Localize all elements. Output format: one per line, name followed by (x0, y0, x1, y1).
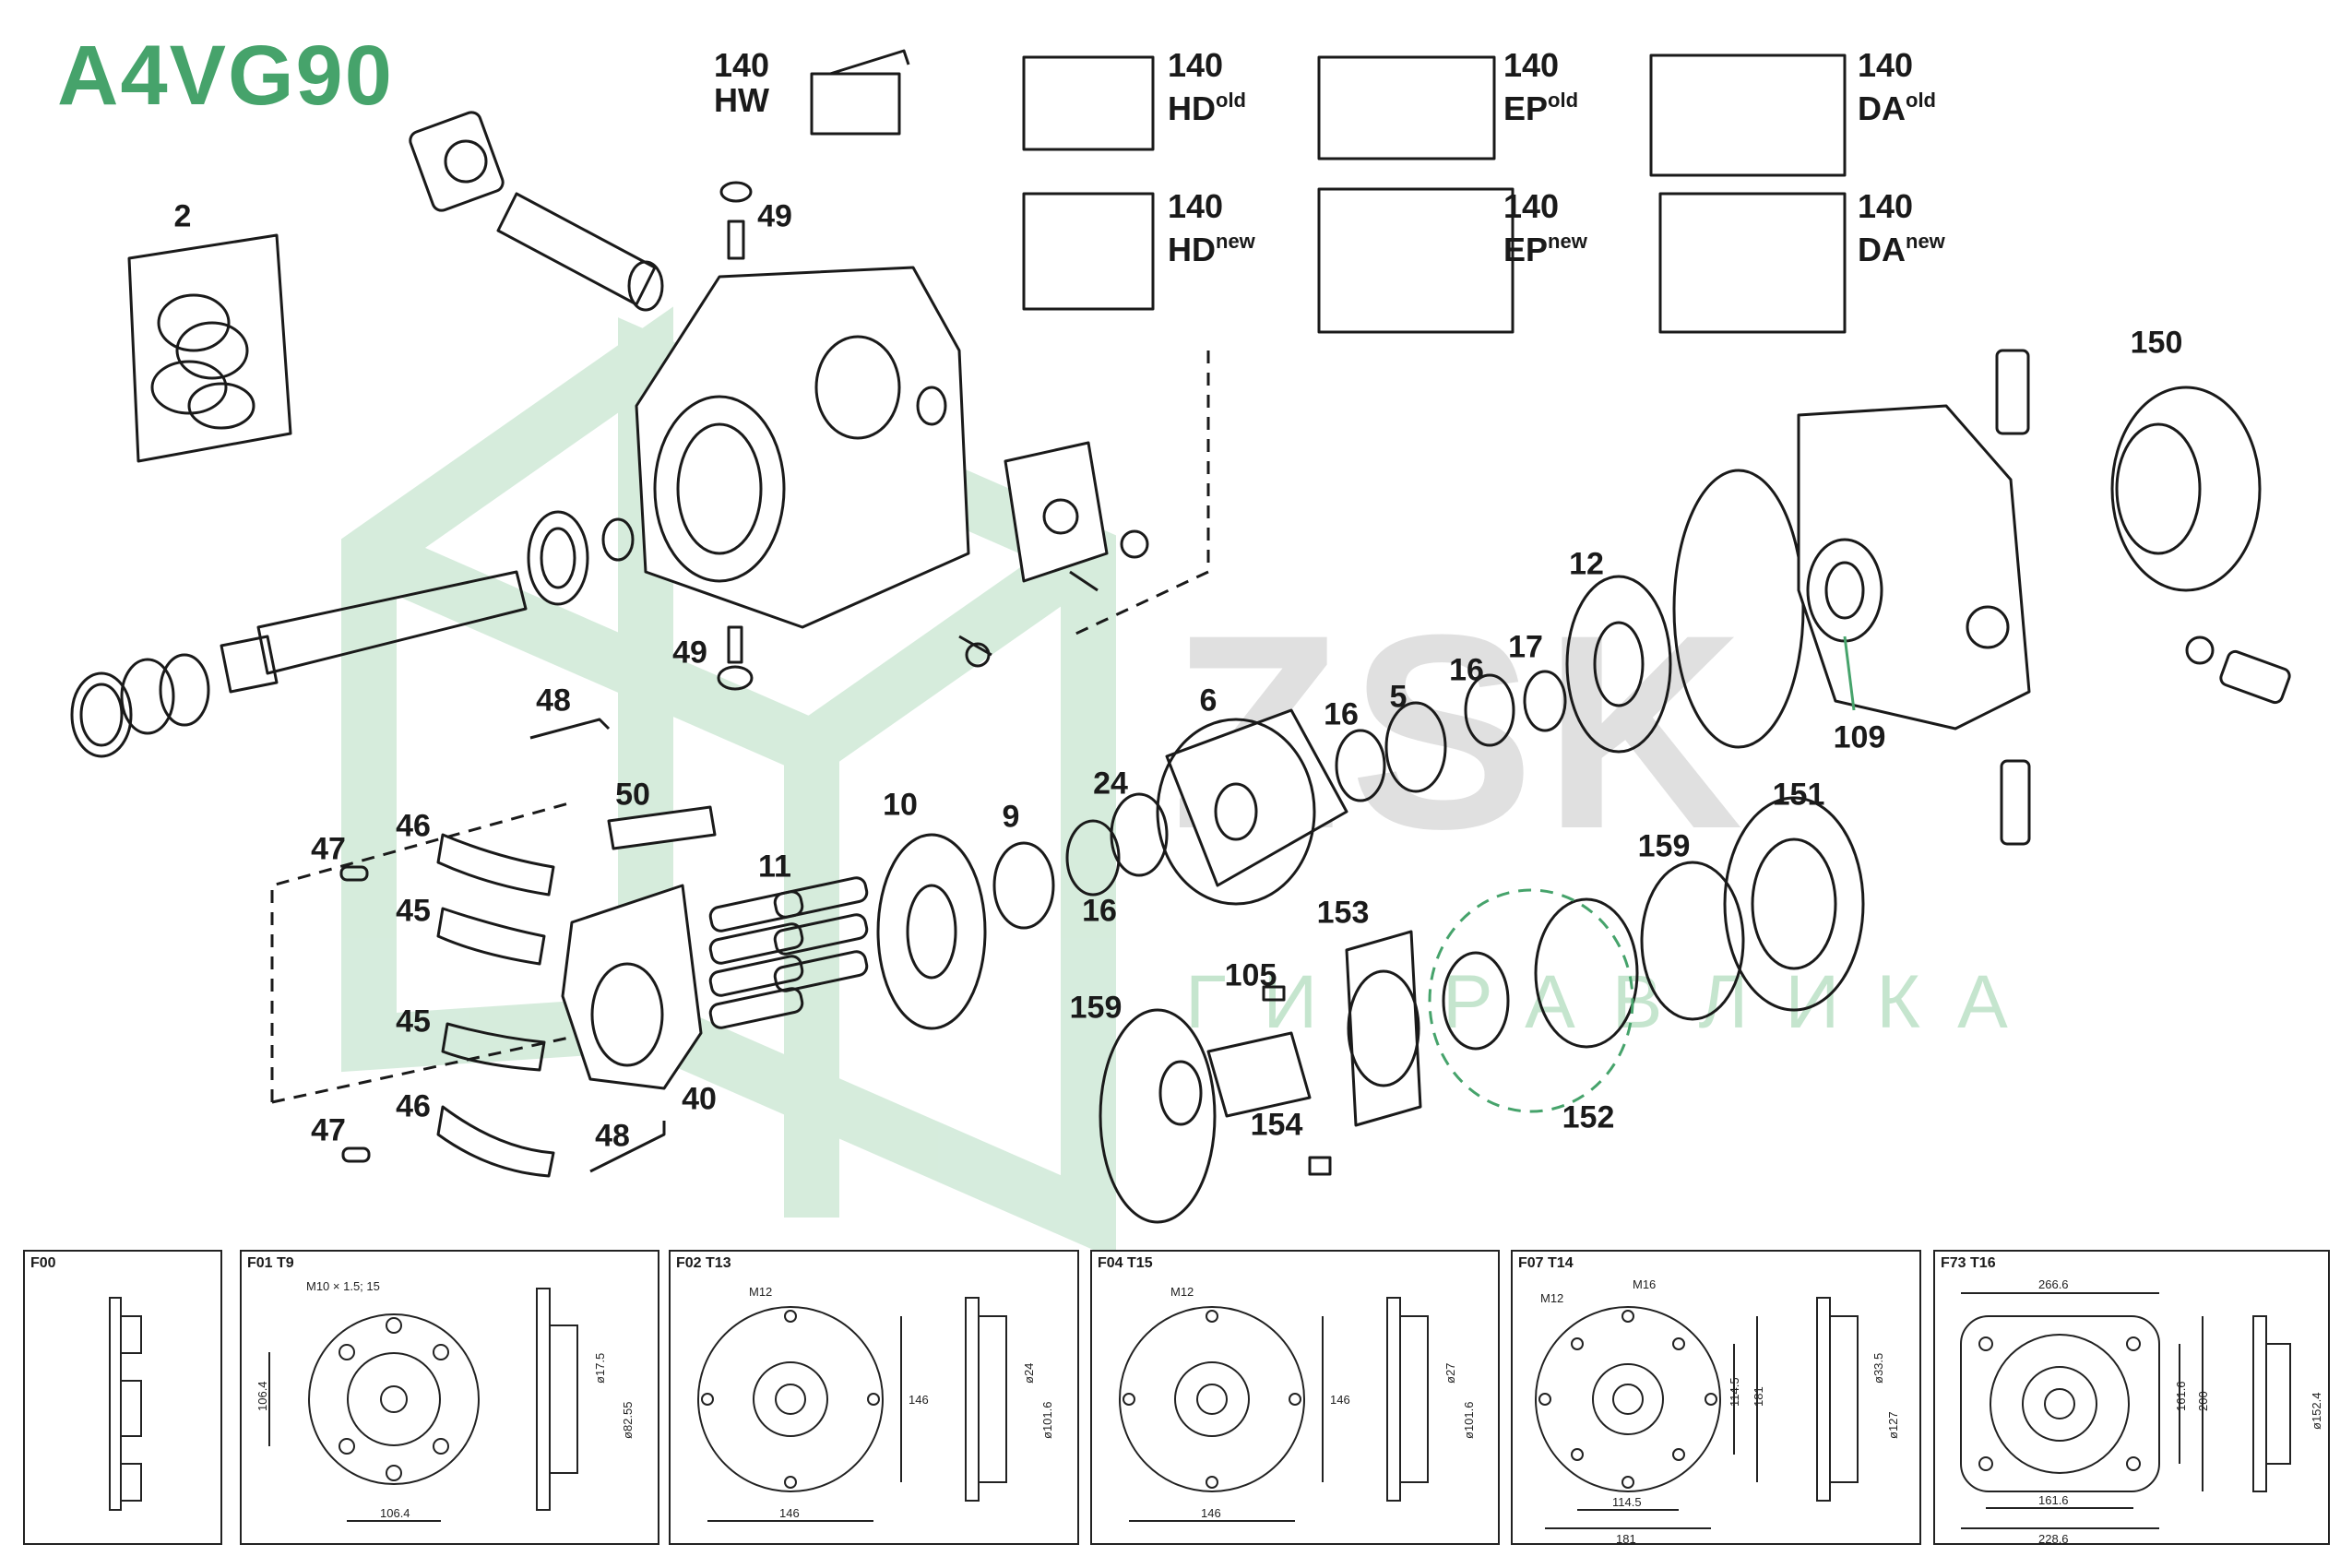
part-label-10: 10 (883, 787, 918, 823)
part-label-5: 5 (1389, 679, 1408, 715)
flange-panel-f04: F04 T15 M12 146 146 ø27 ø101.6 (1090, 1250, 1500, 1545)
flange-panel-label: F01 T9 (247, 1255, 294, 1271)
svg-text:ø24: ø24 (1022, 1363, 1036, 1384)
part-label-48: 48 (536, 683, 571, 719)
svg-text:ø101.6: ø101.6 (1462, 1402, 1476, 1439)
parts-drawing (70, 49, 2291, 1224)
valve-hw-icon (810, 49, 910, 136)
flange-panel-f00: F00 (23, 1250, 222, 1545)
part-label-153: 153 (1316, 895, 1370, 931)
svg-text:146: 146 (1330, 1393, 1350, 1407)
svg-text:M12: M12 (1170, 1285, 1194, 1299)
part-label-49: 49 (757, 198, 792, 234)
svg-text:228.6: 228.6 (2038, 1532, 2069, 1546)
part-label-109: 109 (1833, 719, 1886, 755)
part-label-12: 12 (1569, 546, 1604, 582)
flange-panel-f07: F07 T14 M12 M16 114.5 181 114.5 181 ø33.… (1511, 1250, 1921, 1546)
svg-text:ø127: ø127 (1886, 1411, 1900, 1439)
svg-text:114.5: 114.5 (1728, 1377, 1741, 1407)
part-label-159: 159 (1069, 990, 1123, 1026)
part-label-151: 151 (1772, 777, 1825, 813)
part-label-159: 159 (1637, 828, 1691, 864)
valve-ep-old-icon (1317, 55, 1496, 160)
part-label-40: 40 (682, 1081, 717, 1117)
valve-da-new-icon (1658, 192, 1847, 334)
part-label-152: 152 (1562, 1099, 1615, 1135)
part-label-24: 24 (1093, 766, 1128, 802)
part-label-2: 2 (173, 198, 192, 234)
svg-text:ø82.55: ø82.55 (621, 1402, 635, 1439)
part-label-16: 16 (1449, 652, 1484, 688)
flange-panel-label: F00 (30, 1255, 56, 1271)
part-label-6: 6 (1199, 683, 1218, 719)
flange-panel-label: F07 T14 (1518, 1255, 1574, 1271)
svg-text:ø17.5: ø17.5 (593, 1353, 607, 1384)
page-title: A4VG90 (57, 29, 394, 123)
part-label-16: 16 (1324, 696, 1359, 732)
flange-panel-label: F73 T16 (1941, 1255, 1996, 1271)
part-label-17: 17 (1508, 629, 1543, 665)
flange-panel-label: F02 T13 (676, 1255, 731, 1271)
watermark-subtitle: ГИДРАВЛИКА (1185, 960, 2045, 1044)
svg-text:114.5: 114.5 (1612, 1495, 1642, 1509)
part-label-47: 47 (311, 1112, 346, 1148)
valve-hd-old-icon (1022, 55, 1155, 151)
svg-text:146: 146 (909, 1393, 929, 1407)
flange-panel-f73: F73 T16 266.6 161.6 200 161.6 228.6 ø152… (1933, 1250, 2330, 1546)
part-label-48: 48 (595, 1118, 630, 1154)
svg-text:266.6: 266.6 (2038, 1277, 2069, 1291)
flange-panel-label: F04 T15 (1098, 1255, 1153, 1271)
part-label-154: 154 (1250, 1107, 1303, 1143)
valve-ep-new-icon (1317, 187, 1515, 334)
part-label-16: 16 (1082, 893, 1117, 929)
part-label-9: 9 (1002, 799, 1020, 835)
part-label-50: 50 (615, 777, 650, 813)
part-label-45: 45 (396, 893, 431, 929)
svg-text:M16: M16 (1633, 1277, 1656, 1291)
part-label-150: 150 (2130, 325, 2183, 361)
svg-text:M12: M12 (749, 1285, 772, 1299)
valve-hd-new-icon (1022, 192, 1155, 311)
svg-text:ø27: ø27 (1443, 1363, 1457, 1384)
svg-text:161.6: 161.6 (2174, 1381, 2188, 1411)
svg-text:106.4: 106.4 (380, 1506, 410, 1520)
svg-text:146: 146 (779, 1506, 800, 1520)
svg-text:146: 146 (1201, 1506, 1221, 1520)
part-label-11: 11 (758, 849, 791, 885)
seal-kit-icon (127, 233, 292, 463)
svg-text:M10 × 1.5; 15: M10 × 1.5; 15 (306, 1279, 380, 1293)
svg-text:M12: M12 (1540, 1291, 1563, 1305)
svg-text:106.4: 106.4 (255, 1381, 269, 1411)
svg-text:ø101.6: ø101.6 (1040, 1402, 1054, 1439)
part-label-45: 45 (396, 1004, 431, 1039)
part-label-47: 47 (311, 831, 346, 867)
svg-text:161.6: 161.6 (2038, 1493, 2069, 1507)
svg-text:181: 181 (1616, 1532, 1636, 1546)
svg-text:181: 181 (1752, 1386, 1765, 1407)
svg-text:200: 200 (2196, 1391, 2210, 1411)
part-label-49: 49 (672, 635, 707, 671)
part-label-46: 46 (396, 808, 431, 844)
valve-da-old-icon (1649, 53, 1847, 177)
flange-panel-f01: F01 T9 M10 × 1.5; 15 106.4 106.4 ø17.5 ø… (240, 1250, 659, 1545)
part-label-105: 105 (1224, 957, 1277, 993)
svg-text:ø152.4: ø152.4 (2310, 1393, 2323, 1430)
part-label-46: 46 (396, 1088, 431, 1124)
svg-text:ø33.5: ø33.5 (1871, 1353, 1885, 1384)
flange-panel-f02: F02 T13 M12 146 146 ø24 ø101.6 (669, 1250, 1079, 1545)
